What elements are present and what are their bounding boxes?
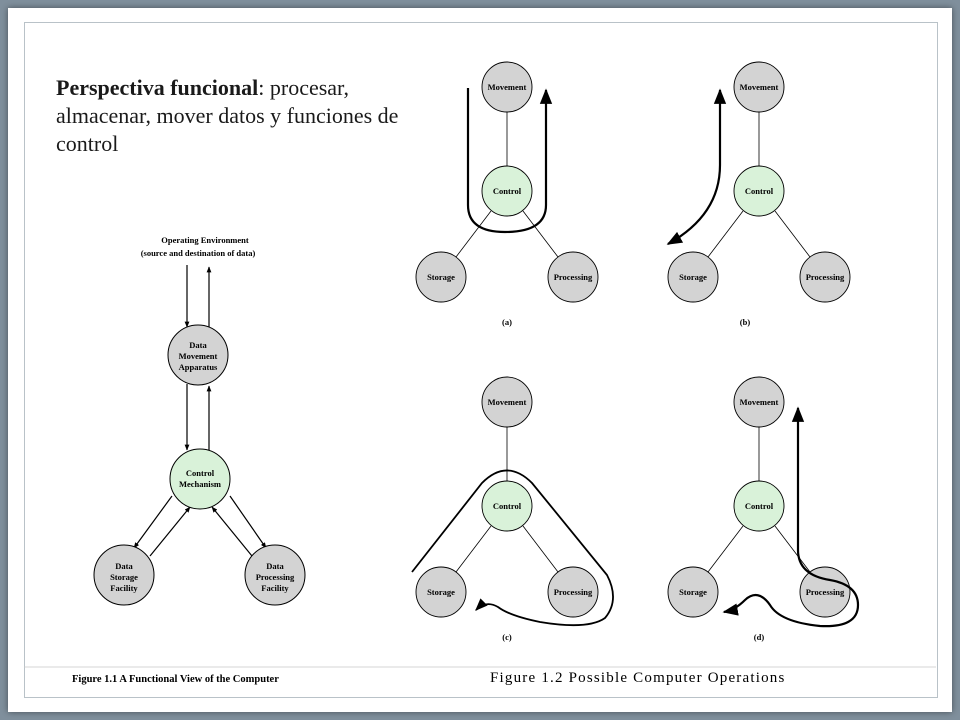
- node-processing: [799, 251, 851, 303]
- svg-text:Facility: Facility: [261, 583, 289, 593]
- figure-1-1-caption: Figure 1.1 A Functional View of the Comp…: [72, 674, 279, 685]
- node-movement: [481, 376, 533, 428]
- svg-text:Storage: Storage: [679, 587, 707, 597]
- flow-arrow-a: [466, 88, 553, 234]
- svg-text:Processing: Processing: [554, 587, 593, 597]
- svg-text:Control: Control: [745, 186, 774, 196]
- svg-text:Processing: Processing: [806, 272, 845, 282]
- svg-text:Data: Data: [266, 561, 284, 571]
- svg-text:Mechanism: Mechanism: [179, 479, 221, 489]
- env-label-line2: (source and destination of data): [141, 248, 256, 258]
- svg-text:Processing: Processing: [256, 572, 295, 582]
- svg-text:Control: Control: [745, 501, 774, 511]
- svg-text:Movement: Movement: [488, 82, 527, 92]
- node-control: [481, 480, 533, 532]
- svg-text:Control: Control: [186, 468, 215, 478]
- node-processing: [547, 251, 599, 303]
- svg-text:Movement: Movement: [179, 351, 218, 361]
- flow-arrow-b: [666, 88, 727, 245]
- figure-1-1: Operating Environment (source and destin…: [72, 235, 306, 685]
- panel-a: Movement Control Storage Processing (a): [415, 61, 599, 327]
- svg-text:Data: Data: [115, 561, 133, 571]
- svg-text:Facility: Facility: [110, 583, 138, 593]
- node-data-processing-facility: Data Processing Facility: [244, 544, 306, 606]
- panel-label-a: (a): [502, 317, 512, 327]
- svg-text:Processing: Processing: [554, 272, 593, 282]
- node-movement: [733, 61, 785, 113]
- flow-arrow-d: [722, 406, 860, 628]
- node-storage: [667, 566, 719, 618]
- node-data-storage-facility: Data Storage Facility: [93, 544, 155, 606]
- flow-arrow-c: [411, 469, 614, 627]
- panel-d: Movement Control Storage Processing (d): [667, 376, 860, 642]
- arrow-control-to-processing: [229, 495, 267, 549]
- panel-b: Movement Control Storage Processing (b): [666, 61, 851, 327]
- env-label-line1: Operating Environment: [161, 235, 249, 245]
- svg-text:Data: Data: [189, 340, 207, 350]
- node-storage: [415, 566, 467, 618]
- panel-label-c: (c): [502, 632, 512, 642]
- panel-label-b: (b): [740, 317, 751, 327]
- arrow-storage-to-control: [149, 506, 191, 557]
- node-control-mechanism: Control Mechanism: [169, 448, 231, 510]
- figure-1-2: Movement Control Storage Processing (a) …: [411, 61, 860, 686]
- arrow-processing-to-control: [211, 506, 253, 557]
- svg-text:Storage: Storage: [679, 272, 707, 282]
- figure-1-2-caption: Figure 1.2 Possible Computer Operations: [490, 670, 786, 686]
- svg-text:Processing: Processing: [806, 587, 845, 597]
- svg-text:Control: Control: [493, 501, 522, 511]
- slide-border: [24, 22, 938, 698]
- svg-text:Movement: Movement: [488, 397, 527, 407]
- panel-c: Movement Control Storage Processing (c): [411, 376, 614, 642]
- panel-label-d: (d): [754, 632, 765, 642]
- svg-text:Movement: Movement: [740, 82, 779, 92]
- node-storage: [667, 251, 719, 303]
- slide-title: Perspectiva funcional: procesar, almacen…: [56, 74, 416, 158]
- node-control: [481, 165, 533, 217]
- node-data-movement-apparatus: Data Movement Apparatus: [167, 324, 229, 386]
- node-control: [733, 165, 785, 217]
- node-storage: [415, 251, 467, 303]
- svg-text:Storage: Storage: [110, 572, 138, 582]
- node-movement: [481, 61, 533, 113]
- svg-text:Movement: Movement: [740, 397, 779, 407]
- node-processing: [547, 566, 599, 618]
- arrow-control-to-storage: [133, 495, 173, 549]
- svg-text:Apparatus: Apparatus: [179, 362, 218, 372]
- svg-text:Storage: Storage: [427, 272, 455, 282]
- svg-text:Storage: Storage: [427, 587, 455, 597]
- svg-text:Control: Control: [493, 186, 522, 196]
- slide-title-bold: Perspectiva funcional: [56, 75, 259, 100]
- slide-title-rest: : procesar, almacenar, mover datos y fun…: [56, 75, 399, 156]
